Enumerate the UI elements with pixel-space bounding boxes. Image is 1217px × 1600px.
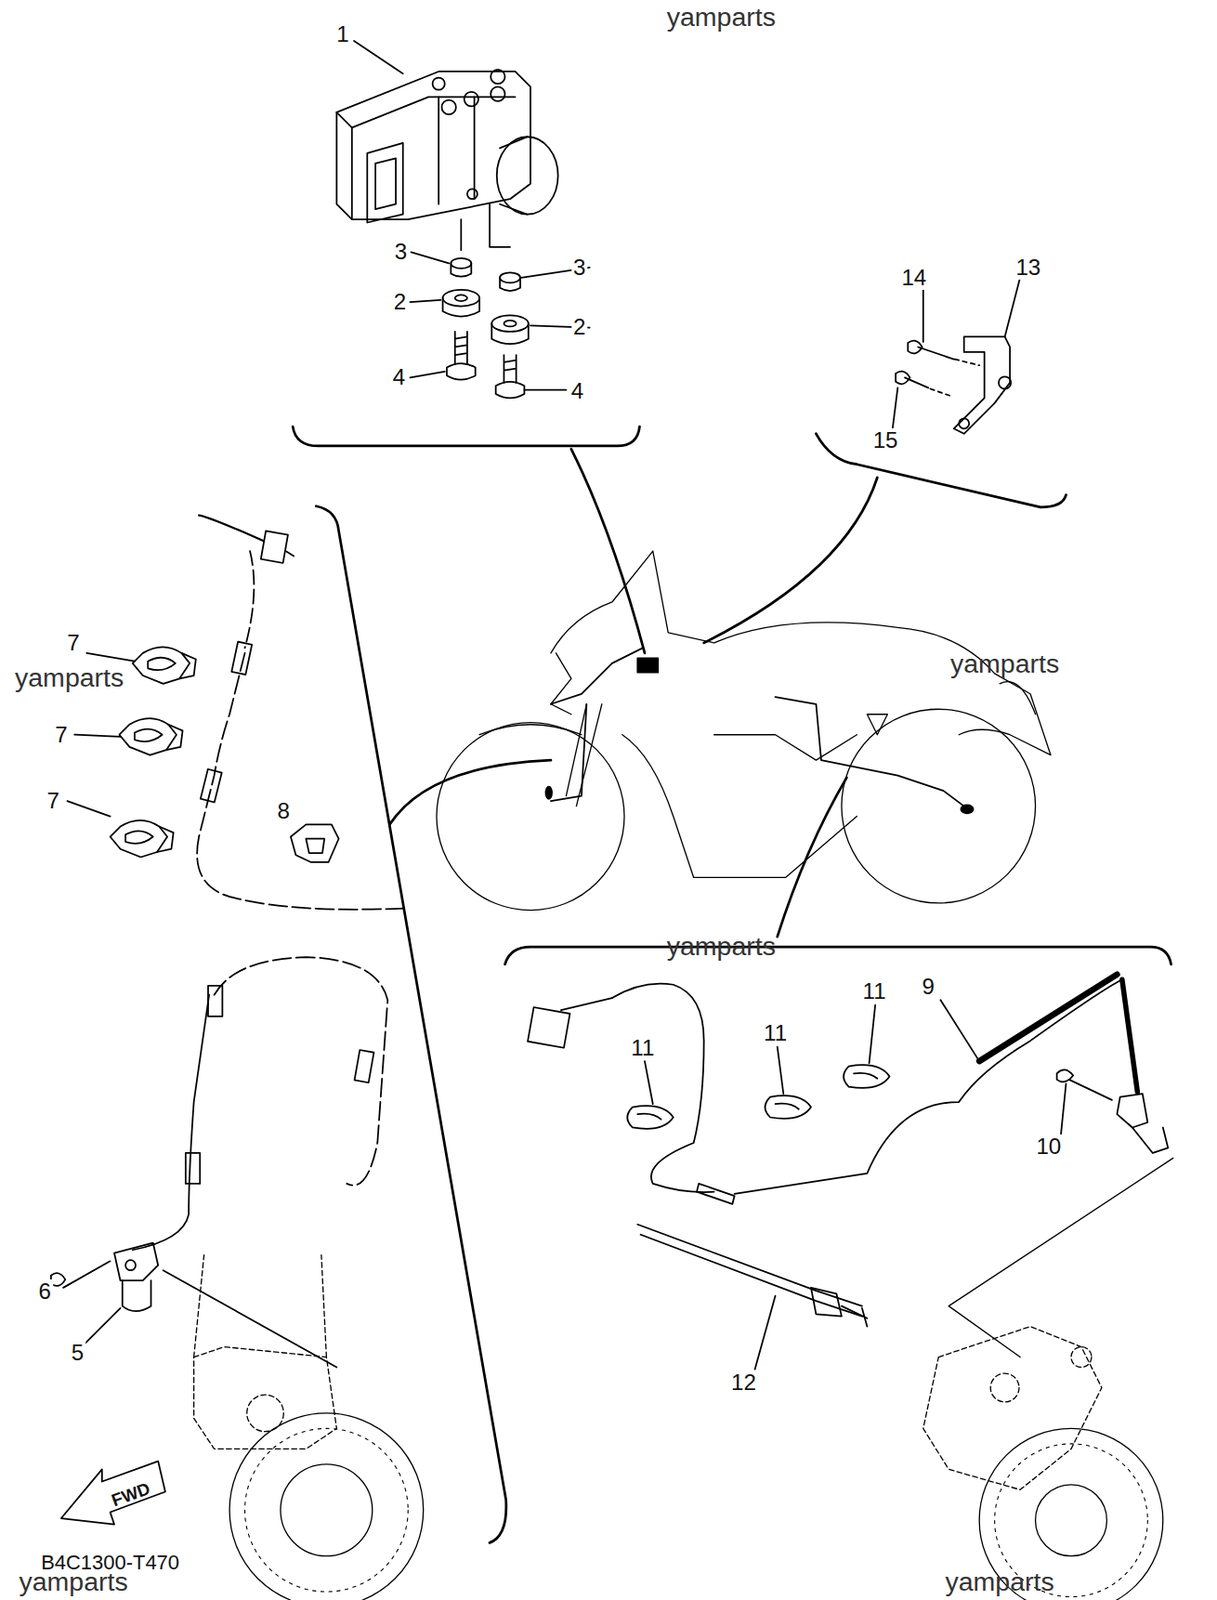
callout-number: 5 bbox=[69, 1340, 86, 1365]
callout-number: 3 bbox=[571, 255, 588, 280]
callout-number: 1 bbox=[334, 22, 351, 47]
watermark: yamparts bbox=[665, 1, 778, 31]
direction-mark: FWD bbox=[106, 1478, 155, 1511]
watermark: yamparts bbox=[942, 1567, 1056, 1597]
callout-number: 6 bbox=[37, 1279, 53, 1304]
watermark: yamparts bbox=[948, 648, 1061, 678]
callout-number: 11 bbox=[628, 1035, 656, 1060]
callout-number: 14 bbox=[899, 265, 929, 290]
callout-number: 7 bbox=[44, 788, 61, 813]
callout-number: 10 bbox=[1033, 1134, 1063, 1159]
callout-number: 2 bbox=[571, 314, 588, 340]
callout-number: 7 bbox=[65, 630, 81, 655]
watermark: yamparts bbox=[13, 663, 126, 693]
callout-number: 11 bbox=[761, 1020, 789, 1046]
callout-number: 4 bbox=[569, 378, 586, 403]
watermark: yamparts bbox=[16, 1567, 130, 1597]
callout-number: 13 bbox=[1013, 255, 1043, 280]
watermark: yamparts bbox=[665, 931, 778, 961]
callout-number: 15 bbox=[871, 428, 901, 453]
callout-number: 7 bbox=[52, 722, 69, 747]
callout-number: 2 bbox=[392, 289, 408, 315]
callout-number: 9 bbox=[920, 974, 937, 999]
callout-number: 3 bbox=[392, 239, 409, 264]
callout-number: 11 bbox=[861, 979, 889, 1004]
callout-number: 12 bbox=[729, 1370, 759, 1395]
callout-number: 4 bbox=[391, 365, 407, 390]
callout-number: 8 bbox=[275, 798, 292, 824]
